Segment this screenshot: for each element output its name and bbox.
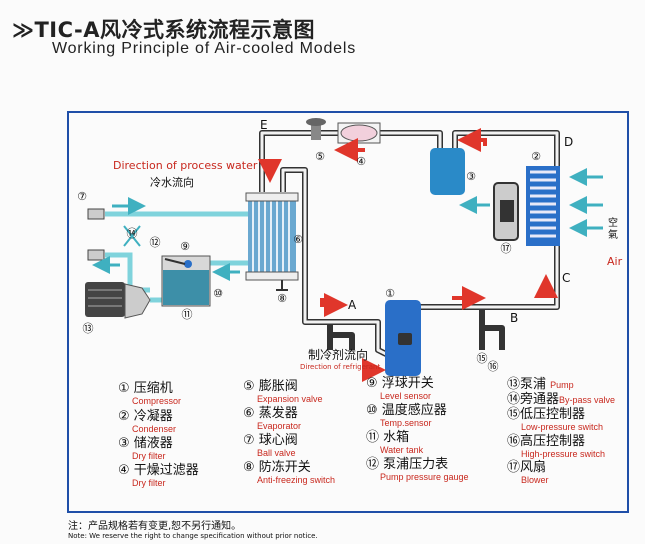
- marker-10: ⑩: [213, 287, 223, 300]
- refrigerant-arrows: [258, 128, 558, 382]
- marker-13: ⑬: [83, 322, 94, 335]
- air-label-en: Air: [607, 255, 623, 268]
- refrigerant-label-en: Direction of refrigerant: [300, 363, 381, 371]
- marker-3: ③: [466, 170, 476, 183]
- ball-valve-top: [87, 208, 105, 220]
- point-D: D: [564, 135, 573, 149]
- marker-15: ⑮: [477, 352, 488, 365]
- marker-16: ⑯: [488, 360, 499, 373]
- blower-fan: [493, 182, 519, 241]
- water-air-arrows: [92, 168, 603, 281]
- dry-filter: [337, 122, 381, 144]
- marker-1: ①: [385, 287, 395, 300]
- marker-9: ⑨: [180, 240, 190, 253]
- legend-item: ⑭旁通器By-pass valve: [507, 392, 616, 407]
- marker-5: ⑤: [315, 150, 325, 163]
- bypass-valve: [123, 225, 141, 247]
- marker-11: ⑪: [182, 308, 193, 321]
- refrigerant-label-cn: 制冷剂流向: [308, 348, 369, 362]
- air-label-cn: 空氣: [608, 218, 618, 241]
- marker-12: ⑫: [150, 236, 161, 249]
- marker-7: ⑦: [77, 190, 87, 203]
- point-C: C: [562, 271, 570, 285]
- footnote: 注：产品规格若有变更,恕不另行通知。 Note: We reserve the …: [68, 517, 318, 540]
- expansion-valve: [306, 118, 326, 140]
- marker-14: ⑭: [127, 227, 138, 240]
- marker-2: ②: [531, 150, 541, 163]
- marker-8: ⑧: [277, 292, 287, 305]
- marker-17: ⑰: [501, 242, 512, 255]
- receiver: [430, 148, 465, 195]
- point-B: B: [510, 311, 518, 325]
- point-A: A: [348, 298, 357, 312]
- process-water-label-en: Direction of process water: [113, 159, 258, 172]
- compressor: [385, 300, 421, 376]
- pump: [85, 282, 151, 319]
- ball-valve-bottom: [87, 249, 105, 261]
- page-title: ≫TIC-A风冷式系统流程示意图: [12, 18, 315, 42]
- diagram-frame: [67, 111, 629, 513]
- water-tank: [161, 255, 211, 307]
- marker-6: ⑥: [293, 233, 303, 246]
- point-E: E: [260, 118, 268, 132]
- footnote-en: Note: We reserve the right to change spe…: [68, 532, 318, 540]
- evaporator: [245, 192, 299, 291]
- marker-4: ④: [356, 155, 366, 168]
- process-water-label-cn: 冷水流向: [150, 176, 194, 189]
- page-subtitle: Working Principle of Air-cooled Models: [52, 40, 357, 57]
- footnote-cn: 注：产品规格若有变更,恕不另行通知。: [68, 521, 242, 532]
- point-labels: E D C B A: [260, 118, 573, 325]
- component-number-markers: ① ② ③ ④ ⑤ ⑥ ⑦ ⑧ ⑨ ⑩ ⑪ ⑫ ⑬ ⑭ ⑮ ⑯ ⑰: [77, 150, 541, 373]
- legend-item: ⑬泵浦 Pump: [507, 377, 574, 392]
- condenser: [526, 166, 560, 246]
